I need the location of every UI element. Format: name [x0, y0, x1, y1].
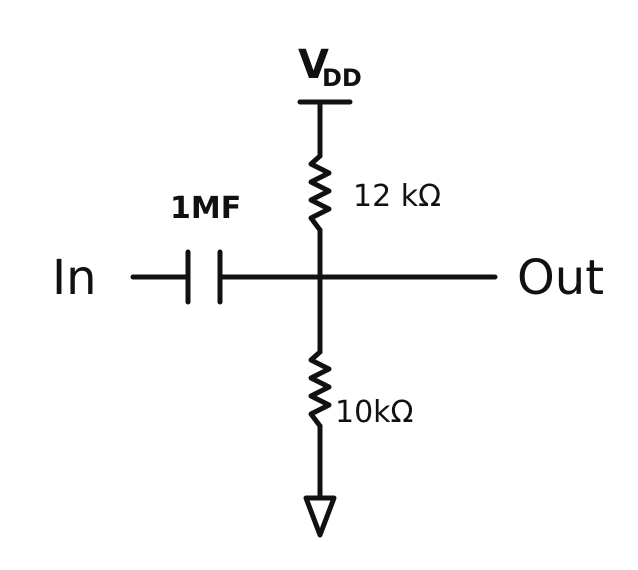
vdd-label-main: V — [298, 42, 329, 88]
bottom-resistor-label: 10kΩ — [335, 395, 413, 430]
top-resistor — [308, 153, 332, 233]
output-label: Out — [517, 250, 604, 306]
ground-symbol — [303, 495, 337, 538]
capacitor-label: 1MF — [170, 191, 241, 226]
vdd-label: V DD — [298, 42, 362, 92]
vdd-label-subscript: DD — [322, 64, 362, 92]
top-resistor-label: 12 kΩ — [353, 179, 441, 214]
input-label: In — [52, 250, 97, 306]
bottom-resistor — [308, 349, 332, 429]
